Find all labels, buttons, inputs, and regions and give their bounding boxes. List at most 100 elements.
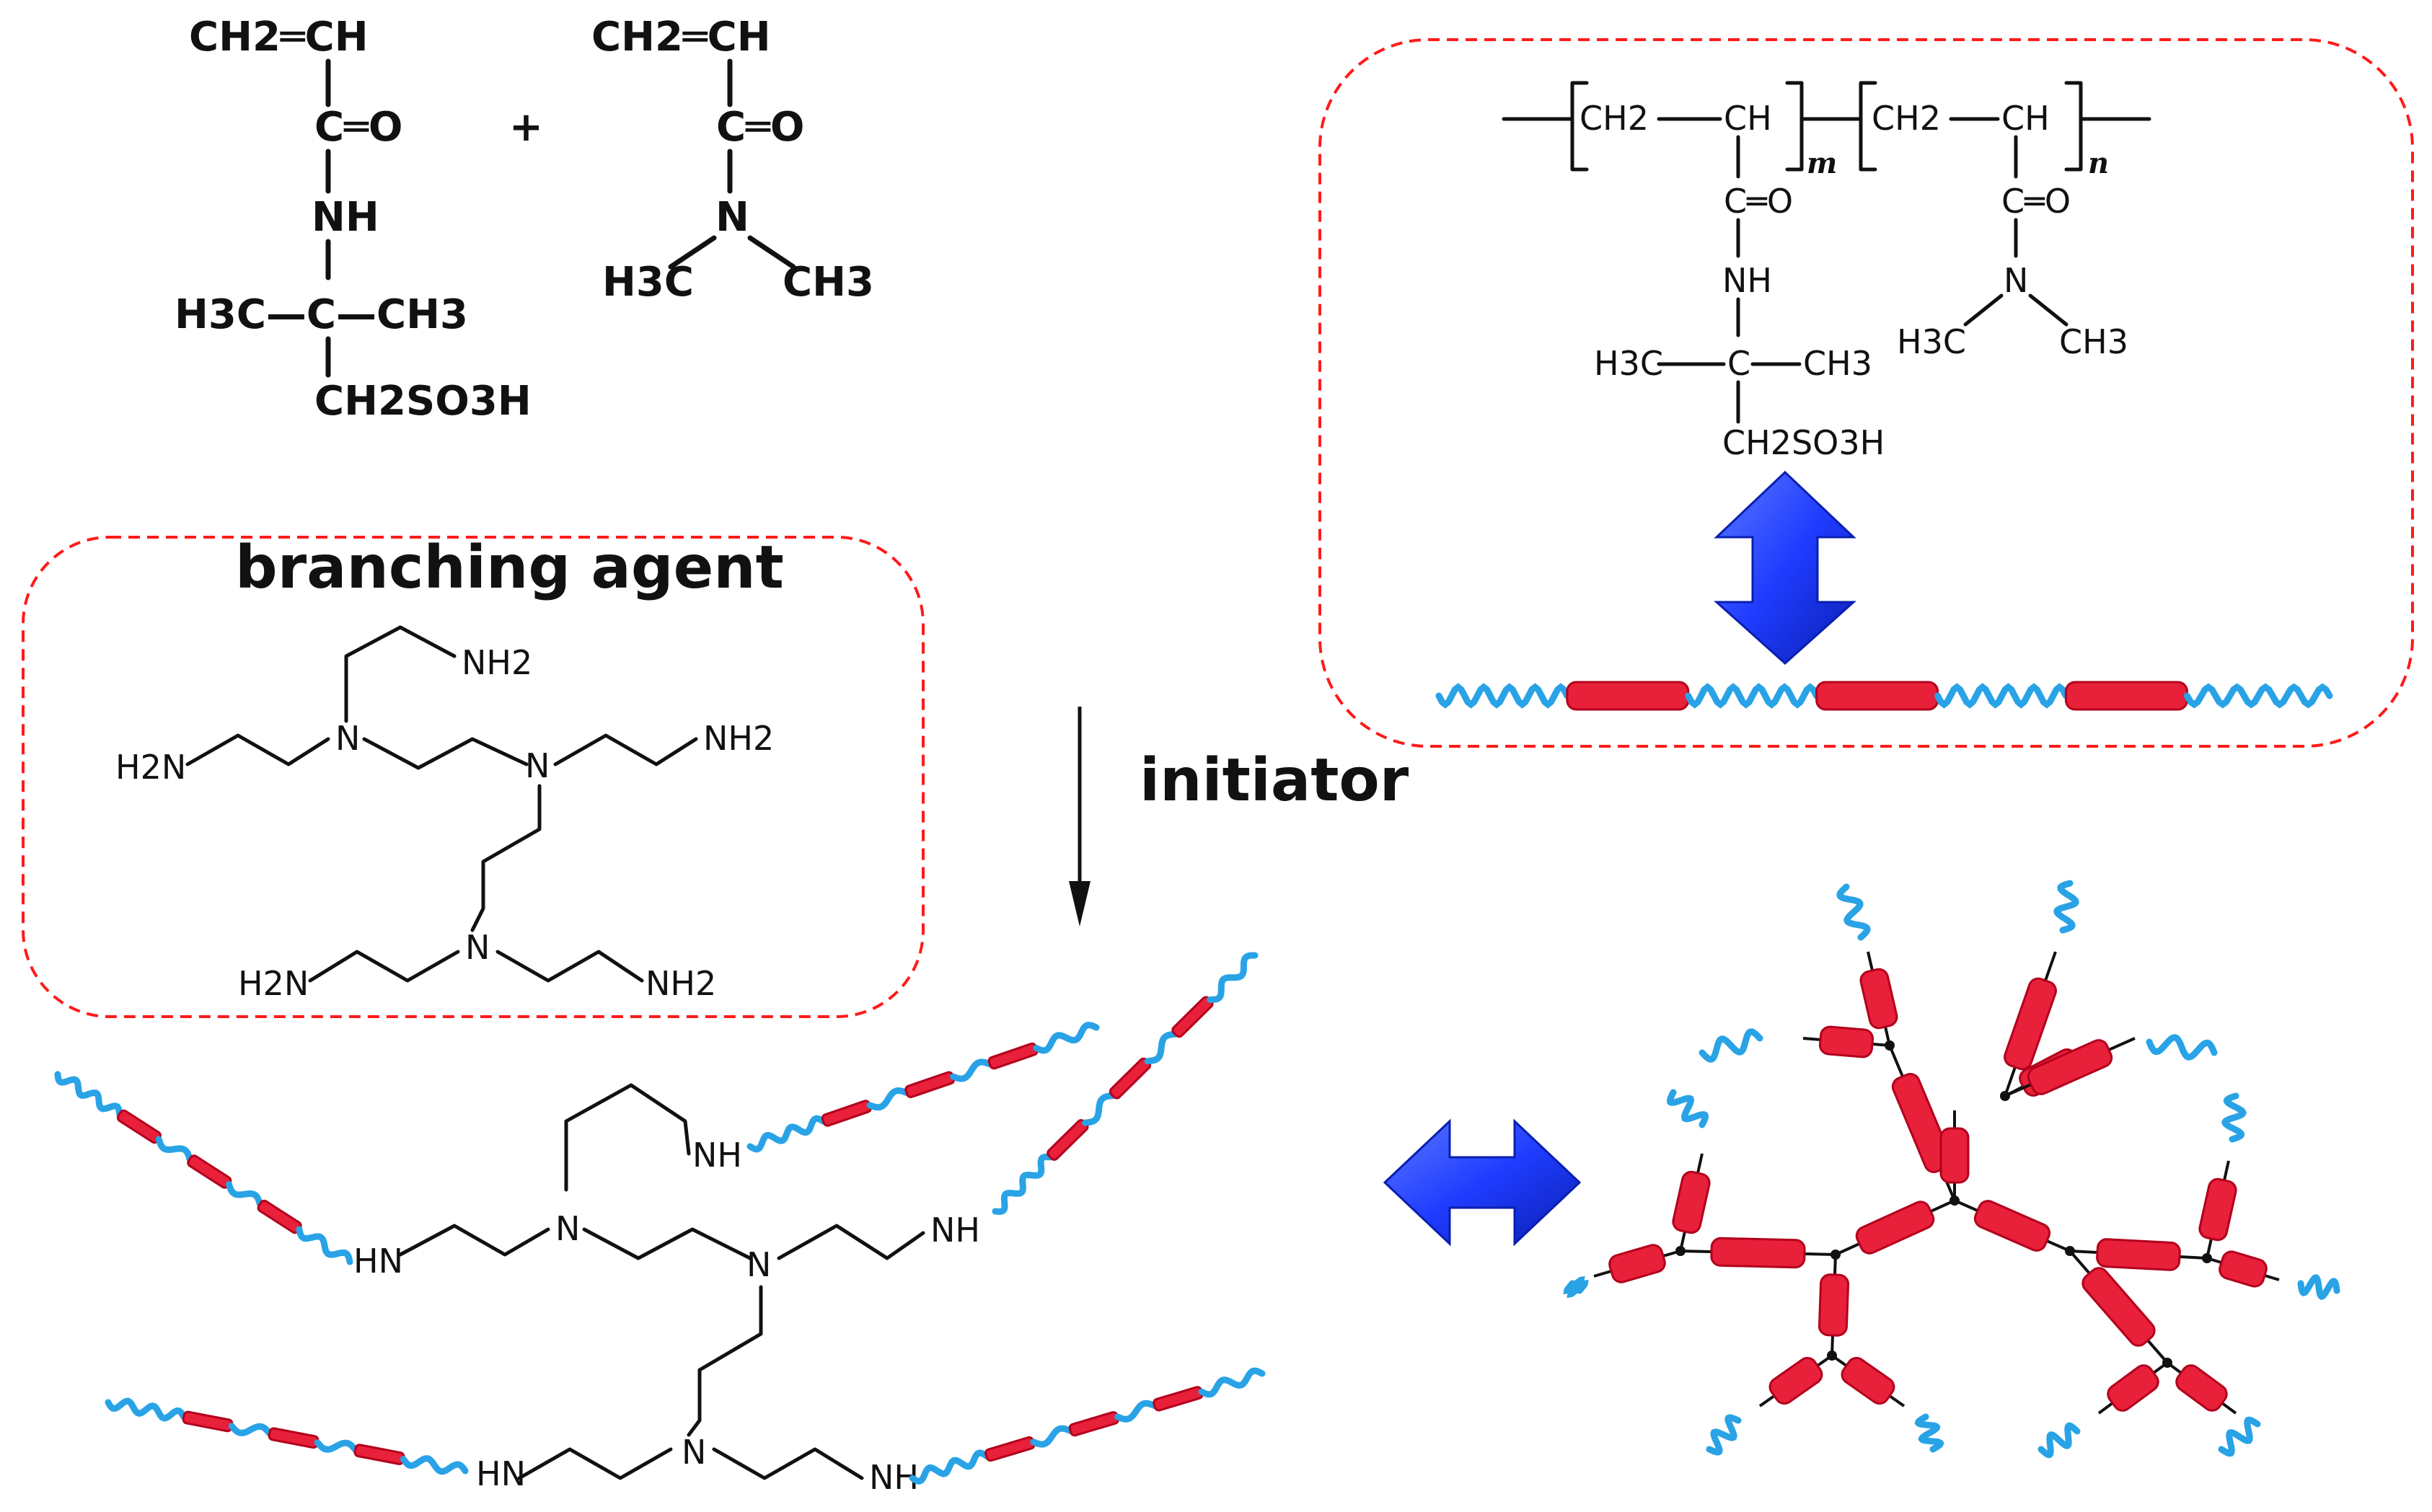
red-block-segment — [1939, 1127, 1970, 1184]
red-block-segment — [1973, 1200, 2051, 1252]
blue-chain-segment — [1435, 683, 1571, 709]
red-block-segment — [116, 1109, 162, 1144]
red-block-segment — [2027, 1039, 2113, 1095]
bond — [2028, 293, 2068, 327]
blue-chain-segment — [1082, 1092, 1116, 1126]
copolymer-box — [1318, 38, 2414, 748]
plus-sign: + — [509, 104, 543, 151]
copolymer-amps-nh: NH — [1722, 261, 1772, 300]
initiator-arrow — [1069, 707, 1091, 927]
copolymer-ch-n: CH — [2001, 99, 2050, 138]
branch-junction — [1827, 1350, 1837, 1361]
double-arrow-vertical — [1714, 470, 1856, 666]
initiator-label: initiator — [1140, 746, 1409, 815]
copolymer-amps-h3c: H3C — [1594, 344, 1663, 383]
red-block-segment — [1859, 968, 1898, 1030]
blue-chain-segment — [314, 1439, 359, 1454]
blue-chain-segment — [105, 1397, 188, 1422]
dmaa-methyl-left: H3C — [602, 259, 694, 306]
product-chain-cartoons — [54, 952, 1266, 1485]
branch-junction — [1675, 1246, 1686, 1256]
blue-chain-segment — [2221, 1092, 2247, 1143]
n-label: N — [335, 719, 360, 758]
repeat-index-n: n — [2088, 146, 2109, 180]
blue-chain-segment — [1699, 1028, 1763, 1063]
blue-chain-segment — [155, 1136, 193, 1162]
blue-chain-segment — [950, 1058, 993, 1082]
blue-chain-segment — [1207, 952, 1259, 1003]
bond — [747, 235, 796, 270]
red-block-segment — [1818, 1273, 1850, 1337]
blue-chain-segment — [1198, 1367, 1266, 1398]
branching-agent-box — [22, 536, 925, 1018]
nh2-label: NH2 — [703, 719, 774, 758]
blue-chain-segment — [1033, 1022, 1100, 1054]
n-label: N — [682, 1433, 706, 1472]
bond — [668, 235, 717, 270]
double-arrow-horizontal — [1383, 1118, 1582, 1247]
red-block-segment — [984, 1436, 1036, 1462]
bracket-left-m — [1570, 81, 1589, 172]
red-block-segment — [2198, 1177, 2237, 1242]
branching-agent-title: branching agent — [235, 534, 784, 602]
blue-chain-segment — [866, 1087, 910, 1111]
blue-chain-segment — [1144, 1030, 1178, 1065]
red-block-segment — [1855, 1201, 1935, 1255]
copolymer-ch2-n: CH2 — [1872, 99, 1941, 138]
blue-chain-segment — [746, 1115, 827, 1153]
blue-chain-segment — [992, 1153, 1054, 1215]
red-block-segment — [187, 1154, 232, 1189]
red-block-segment — [1841, 1356, 1895, 1405]
dmaa-methyl-right: CH3 — [783, 259, 874, 306]
dmaa-vinyl: CH2═CH — [591, 14, 771, 61]
branch-junction — [2065, 1246, 2075, 1256]
n-label: N — [746, 1245, 771, 1284]
blue-chain-segment — [2037, 1422, 2081, 1459]
copolymer-ch2-m: CH2 — [1580, 99, 1649, 138]
blue-chain-segment — [1030, 1425, 1074, 1448]
blue-chain-segment — [1685, 683, 1820, 709]
nh-label: NH — [930, 1211, 980, 1250]
blue-chain-segment — [296, 1226, 353, 1265]
red-block-segment — [268, 1427, 320, 1449]
branch-junction — [2162, 1358, 2172, 1368]
blue-chain-segment — [400, 1455, 469, 1475]
blue-chain-segment — [1706, 1414, 1742, 1456]
copolymer-dmaa-h3c: H3C — [1897, 322, 1966, 361]
amps-sulfonate: CH2SO3H — [314, 378, 532, 425]
hn-label: HN — [353, 1242, 403, 1281]
n-label: N — [525, 746, 550, 785]
red-block-segment — [987, 1042, 1039, 1070]
red-block-segment — [1768, 1356, 1823, 1405]
red-block-segment — [182, 1410, 234, 1433]
dmaa-carbonyl: C═O — [716, 104, 804, 151]
blue-chain-segment — [2053, 880, 2079, 934]
bond — [1963, 293, 2004, 327]
monomer-amps: CH2═CH C═O NH H3C—C—CH3 CH2SO3H — [175, 14, 532, 425]
n-label: N — [465, 928, 490, 967]
red-block-segment — [2219, 1250, 2268, 1288]
h2n-label: H2N — [115, 748, 186, 787]
red-block-segment — [1672, 1170, 1711, 1234]
red-block-segment — [2096, 1238, 2181, 1271]
monomer-dmaa: CH2═CH C═O N H3C CH3 — [591, 14, 874, 306]
blue-chain-segment — [2218, 1416, 2261, 1457]
red-block-segment — [821, 1100, 872, 1127]
repeat-index-m: m — [1807, 146, 1837, 180]
amps-carbonyl: C═O — [314, 104, 402, 151]
copolymer-dmaa-ch3: CH3 — [2059, 322, 2128, 361]
linear-copolymer-cartoon — [1435, 681, 2333, 711]
blue-chain-segment — [226, 1181, 263, 1208]
bracket-right-m — [1785, 81, 1804, 172]
branch-junction — [2202, 1253, 2212, 1263]
amps-vinyl: CH2═CH — [189, 14, 369, 61]
blue-chain-segment — [228, 1423, 273, 1437]
red-block-segment — [1608, 1244, 1666, 1283]
red-block-segment — [353, 1444, 405, 1466]
red-block-segment — [2081, 1267, 2156, 1347]
red-block-segment — [1047, 1119, 1089, 1161]
copolymer-dmaa-n: N — [2004, 261, 2028, 300]
nh2-label: NH2 — [646, 964, 716, 1003]
bracket-left-n — [1859, 81, 1877, 172]
